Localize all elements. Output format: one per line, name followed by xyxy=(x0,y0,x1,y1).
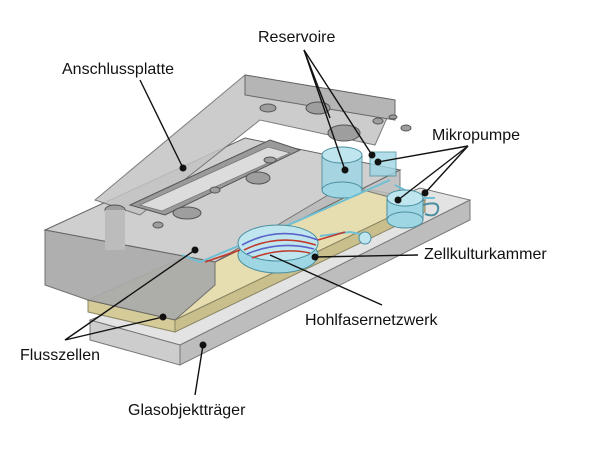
leader-lines xyxy=(64,49,469,396)
label-reservoire: Reservoire xyxy=(258,29,336,46)
cell-culture-chamber xyxy=(237,224,319,274)
label-mikropumpe: Mikropumpe xyxy=(432,127,521,144)
label-zellkulturkammer: Zellkulturkammer xyxy=(424,246,547,263)
label-glasobjekttraeger: Glasobjektträger xyxy=(128,402,246,419)
label-anschlussplatte: Anschlussplatte xyxy=(62,61,175,78)
label-flusszellen: Flusszellen xyxy=(20,347,101,364)
leader-dots xyxy=(159,151,429,349)
hollow-fiber-network xyxy=(204,231,346,263)
port-cylinders xyxy=(104,101,412,250)
micropump xyxy=(358,189,440,245)
label-hohlfasernetzwerk: Hohlfasernetzwerk xyxy=(305,312,438,329)
